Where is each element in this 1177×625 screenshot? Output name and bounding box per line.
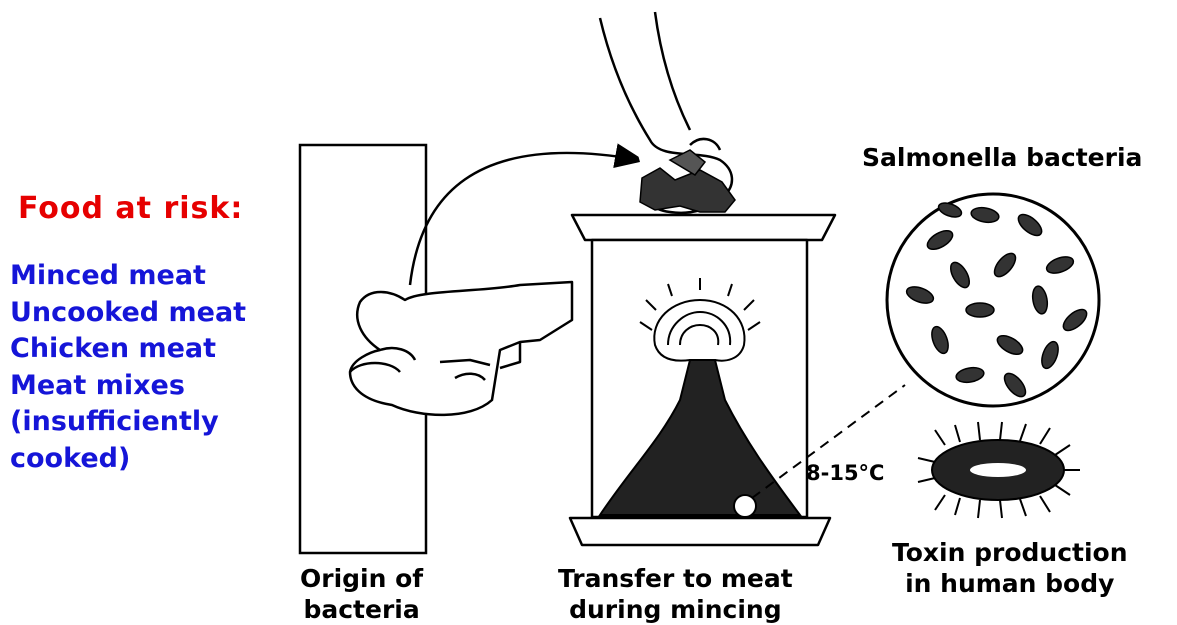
toxin-label-line-2: in human body bbox=[892, 568, 1128, 599]
salmonella-label: Salmonella bacteria bbox=[862, 143, 1142, 172]
transfer-label-line-2: during mincing bbox=[558, 594, 793, 625]
toxin-bacterium-icon bbox=[918, 422, 1080, 518]
transfer-label: Transfer to meat during mincing bbox=[558, 563, 793, 625]
toxin-label: Toxin production in human body bbox=[892, 537, 1128, 599]
transfer-label-line-1: Transfer to meat bbox=[558, 563, 793, 594]
origin-label-line-2: bacteria bbox=[300, 594, 423, 625]
salmonella-magnified-icon bbox=[887, 194, 1099, 406]
origin-label: Origin of bacteria bbox=[300, 563, 423, 625]
toxin-label-line-1: Toxin production bbox=[892, 537, 1128, 568]
origin-label-line-1: Origin of bbox=[300, 563, 423, 594]
hand-icon bbox=[350, 282, 572, 415]
temperature-label: 8-15°C bbox=[806, 461, 884, 485]
